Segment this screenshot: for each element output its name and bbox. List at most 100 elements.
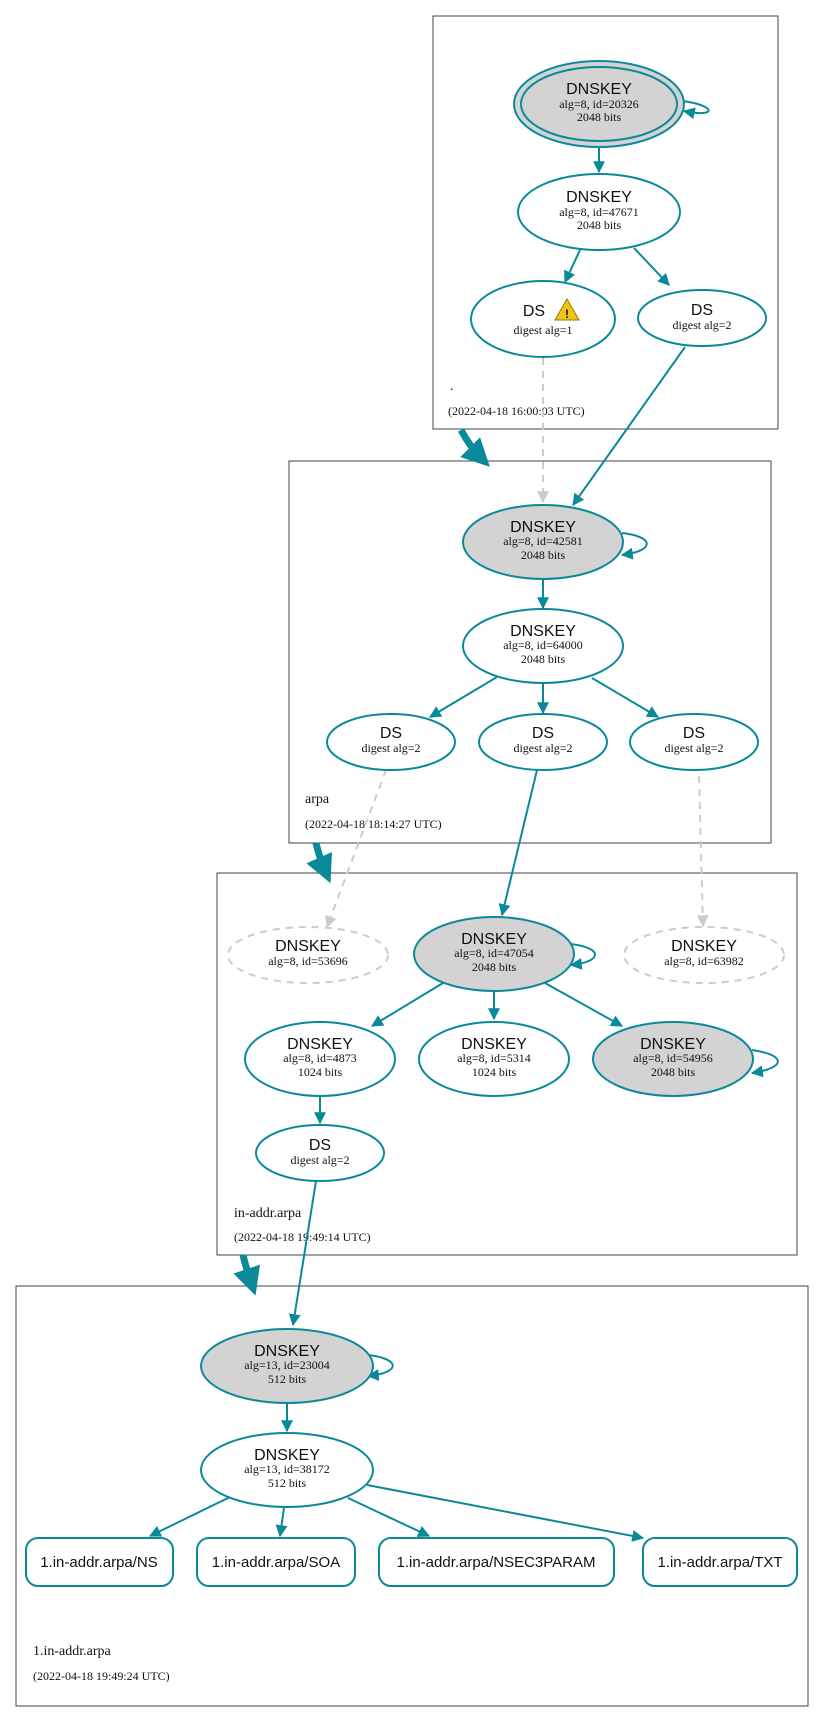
node-alg-id: alg=13, id=38172 — [244, 1462, 330, 1476]
edge-k54956-self — [750, 1049, 779, 1078]
rrset-ns-box — [25, 1537, 174, 1587]
node-shape — [227, 926, 389, 984]
node-shape — [637, 289, 767, 347]
node-shape — [629, 713, 759, 771]
zone-1-in-addr-arpa-label: 1.in-addr.arpa — [33, 1644, 112, 1659]
node-shape — [200, 1432, 374, 1508]
node-alg-id: alg=8, id=63982 — [664, 954, 744, 968]
edge-arpa-ds1-to-k53696-insecure — [325, 769, 387, 929]
node-title: DNSKEY — [287, 1036, 353, 1053]
node-digest: digest alg=2 — [513, 741, 572, 755]
rrset-txt-label: 1.in-addr.arpa/TXT — [657, 1554, 782, 1571]
node-title: DS — [309, 1137, 331, 1154]
edge-in-addr-ksk-self — [569, 943, 596, 970]
rrset-soa-label: 1.in-addr.arpa/SOA — [212, 1554, 340, 1571]
node-in-addr-dnskey-54956: DNSKEY alg=8, id=54956 2048 bits — [592, 1021, 754, 1097]
node-digest: digest alg=2 — [290, 1153, 349, 1167]
rrset-soa[interactable]: 1.in-addr.arpa/SOA — [196, 1537, 356, 1587]
rrset-nsec3param-box — [378, 1537, 615, 1587]
node-1-in-addr-dnskey-38172: DNSKEY alg=13, id=38172 512 bits — [200, 1432, 374, 1508]
edge-in-addr-ksk-to-k4873 — [370, 982, 444, 1027]
warning-icon: ! — [554, 297, 580, 321]
zone-root-label: . — [450, 379, 454, 394]
node-title: DNSKEY — [461, 1036, 527, 1053]
zone-arpa: arpa (2022-04-18 18:14:27 UTC) — [288, 460, 772, 844]
node-alg-id: alg=8, id=4873 — [283, 1051, 357, 1065]
node-shape — [255, 1124, 385, 1182]
node-shape — [462, 608, 624, 684]
edge-zsk-to-txt — [366, 1484, 645, 1542]
node-key-size: 512 bits — [268, 1372, 307, 1386]
rrset-soa-box — [196, 1537, 356, 1587]
node-shape — [462, 504, 624, 580]
node-root-dnskey-47671: DNSKEY alg=8, id=47671 2048 bits — [517, 173, 681, 251]
node-key-size: 1024 bits — [472, 1065, 517, 1079]
node-arpa-ds-2: DS digest alg=2 — [478, 713, 608, 771]
edge-root-zsk-to-ds2 — [633, 247, 670, 286]
node-shape — [200, 1328, 374, 1404]
node-shape — [623, 926, 785, 984]
rrset-ns[interactable]: 1.in-addr.arpa/NS — [25, 1537, 174, 1587]
node-arpa-dnskey-64000: DNSKEY alg=8, id=64000 2048 bits — [462, 608, 624, 684]
node-title: DNSKEY — [275, 938, 341, 955]
node-title: DNSKEY — [640, 1036, 706, 1053]
delegation-root-arpa-arrow — [457, 428, 490, 467]
edge-arpa-zsk-to-ds3 — [591, 677, 660, 718]
node-in-addr-dnskey-63982: DNSKEY alg=8, id=63982 — [623, 926, 785, 984]
node-digest: digest alg=2 — [361, 741, 420, 755]
rrset-nsec3param[interactable]: 1.in-addr.arpa/NSEC3PARAM — [378, 1537, 615, 1587]
zone-arpa-label: arpa — [305, 792, 330, 807]
node-alg-id: alg=13, id=23004 — [244, 1358, 330, 1372]
node-title: DS — [532, 725, 554, 742]
node-key-size: 2048 bits — [521, 652, 566, 666]
node-title: DS — [691, 302, 713, 319]
zone-root-timestamp: (2022-04-18 16:00:03 UTC) — [448, 404, 585, 418]
node-alg-id: alg=8, id=42581 — [503, 534, 583, 548]
node-in-addr-ds: DS digest alg=2 — [255, 1124, 385, 1182]
node-1-in-addr-dnskey-23004: DNSKEY alg=13, id=23004 512 bits — [200, 1328, 374, 1404]
edge-in-addr-ksk-to-k54956 — [544, 982, 624, 1027]
node-title: DS — [523, 303, 545, 320]
node-title: DNSKEY — [254, 1343, 320, 1360]
node-title: DNSKEY — [510, 519, 576, 536]
rrset-txt-box — [642, 1537, 798, 1587]
rrset-txt[interactable]: 1.in-addr.arpa/TXT — [642, 1537, 798, 1587]
node-key-size: 2048 bits — [521, 548, 566, 562]
edge-zsk-to-nsec3param — [347, 1497, 431, 1537]
zone-root-box — [432, 15, 779, 430]
zone-1-in-addr-arpa-box — [15, 1285, 809, 1707]
zone-1-in-addr-arpa: 1.in-addr.arpa (2022-04-18 19:49:24 UTC) — [15, 1285, 809, 1707]
node-in-addr-dnskey-4873: DNSKEY alg=8, id=4873 1024 bits — [244, 1021, 396, 1097]
edge-arpa-ds3-to-k63982-insecure — [696, 775, 709, 928]
edge-arpa-ds2-to-in-addr-ksk — [498, 769, 538, 917]
node-digest: digest alg=2 — [672, 318, 731, 332]
node-root-ds-alg1: DS ! digest alg=1 — [470, 280, 616, 358]
edge-zsk-to-soa — [275, 1507, 288, 1538]
node-title: DNSKEY — [461, 931, 527, 948]
edge-root-ksk-self — [682, 100, 710, 120]
node-arpa-ds-3: DS digest alg=2 — [629, 713, 759, 771]
edge-root-ds2-to-arpa-ksk — [572, 346, 686, 506]
rrset-ns-label: 1.in-addr.arpa/NS — [40, 1554, 158, 1571]
node-digest: digest alg=1 — [513, 323, 572, 337]
node-title: DNSKEY — [510, 623, 576, 640]
node-shape — [326, 713, 456, 771]
zone-root: . (2022-04-18 16:00:03 UTC) — [432, 15, 779, 430]
delegation-arpa-in-addr-arrow — [306, 842, 332, 884]
delegation-in-addr-1-in-addr-arrow — [233, 1254, 260, 1296]
node-title: DNSKEY — [671, 938, 737, 955]
node-title: DS — [683, 725, 705, 742]
node-shape — [413, 916, 575, 992]
node-alg-id: alg=8, id=47054 — [454, 946, 534, 960]
node-root-ds-alg2: DS digest alg=2 — [637, 289, 767, 347]
node-root-ksk-inner-ring — [520, 66, 678, 142]
node-title: DNSKEY — [254, 1447, 320, 1464]
node-arpa-ds-1: DS digest alg=2 — [326, 713, 456, 771]
zone-in-addr-arpa-timestamp: (2022-04-18 19:49:14 UTC) — [234, 1230, 371, 1244]
zone-in-addr-arpa-box — [216, 872, 798, 1256]
node-key-size: 2048 bits — [472, 960, 517, 974]
edge-arpa-ksk-self — [620, 532, 648, 560]
node-in-addr-dnskey-5314: DNSKEY alg=8, id=5314 1024 bits — [418, 1021, 570, 1097]
edge-root-zsk-to-ds1 — [564, 249, 581, 284]
zone-1-in-addr-arpa-timestamp: (2022-04-18 19:49:24 UTC) — [33, 1669, 170, 1683]
